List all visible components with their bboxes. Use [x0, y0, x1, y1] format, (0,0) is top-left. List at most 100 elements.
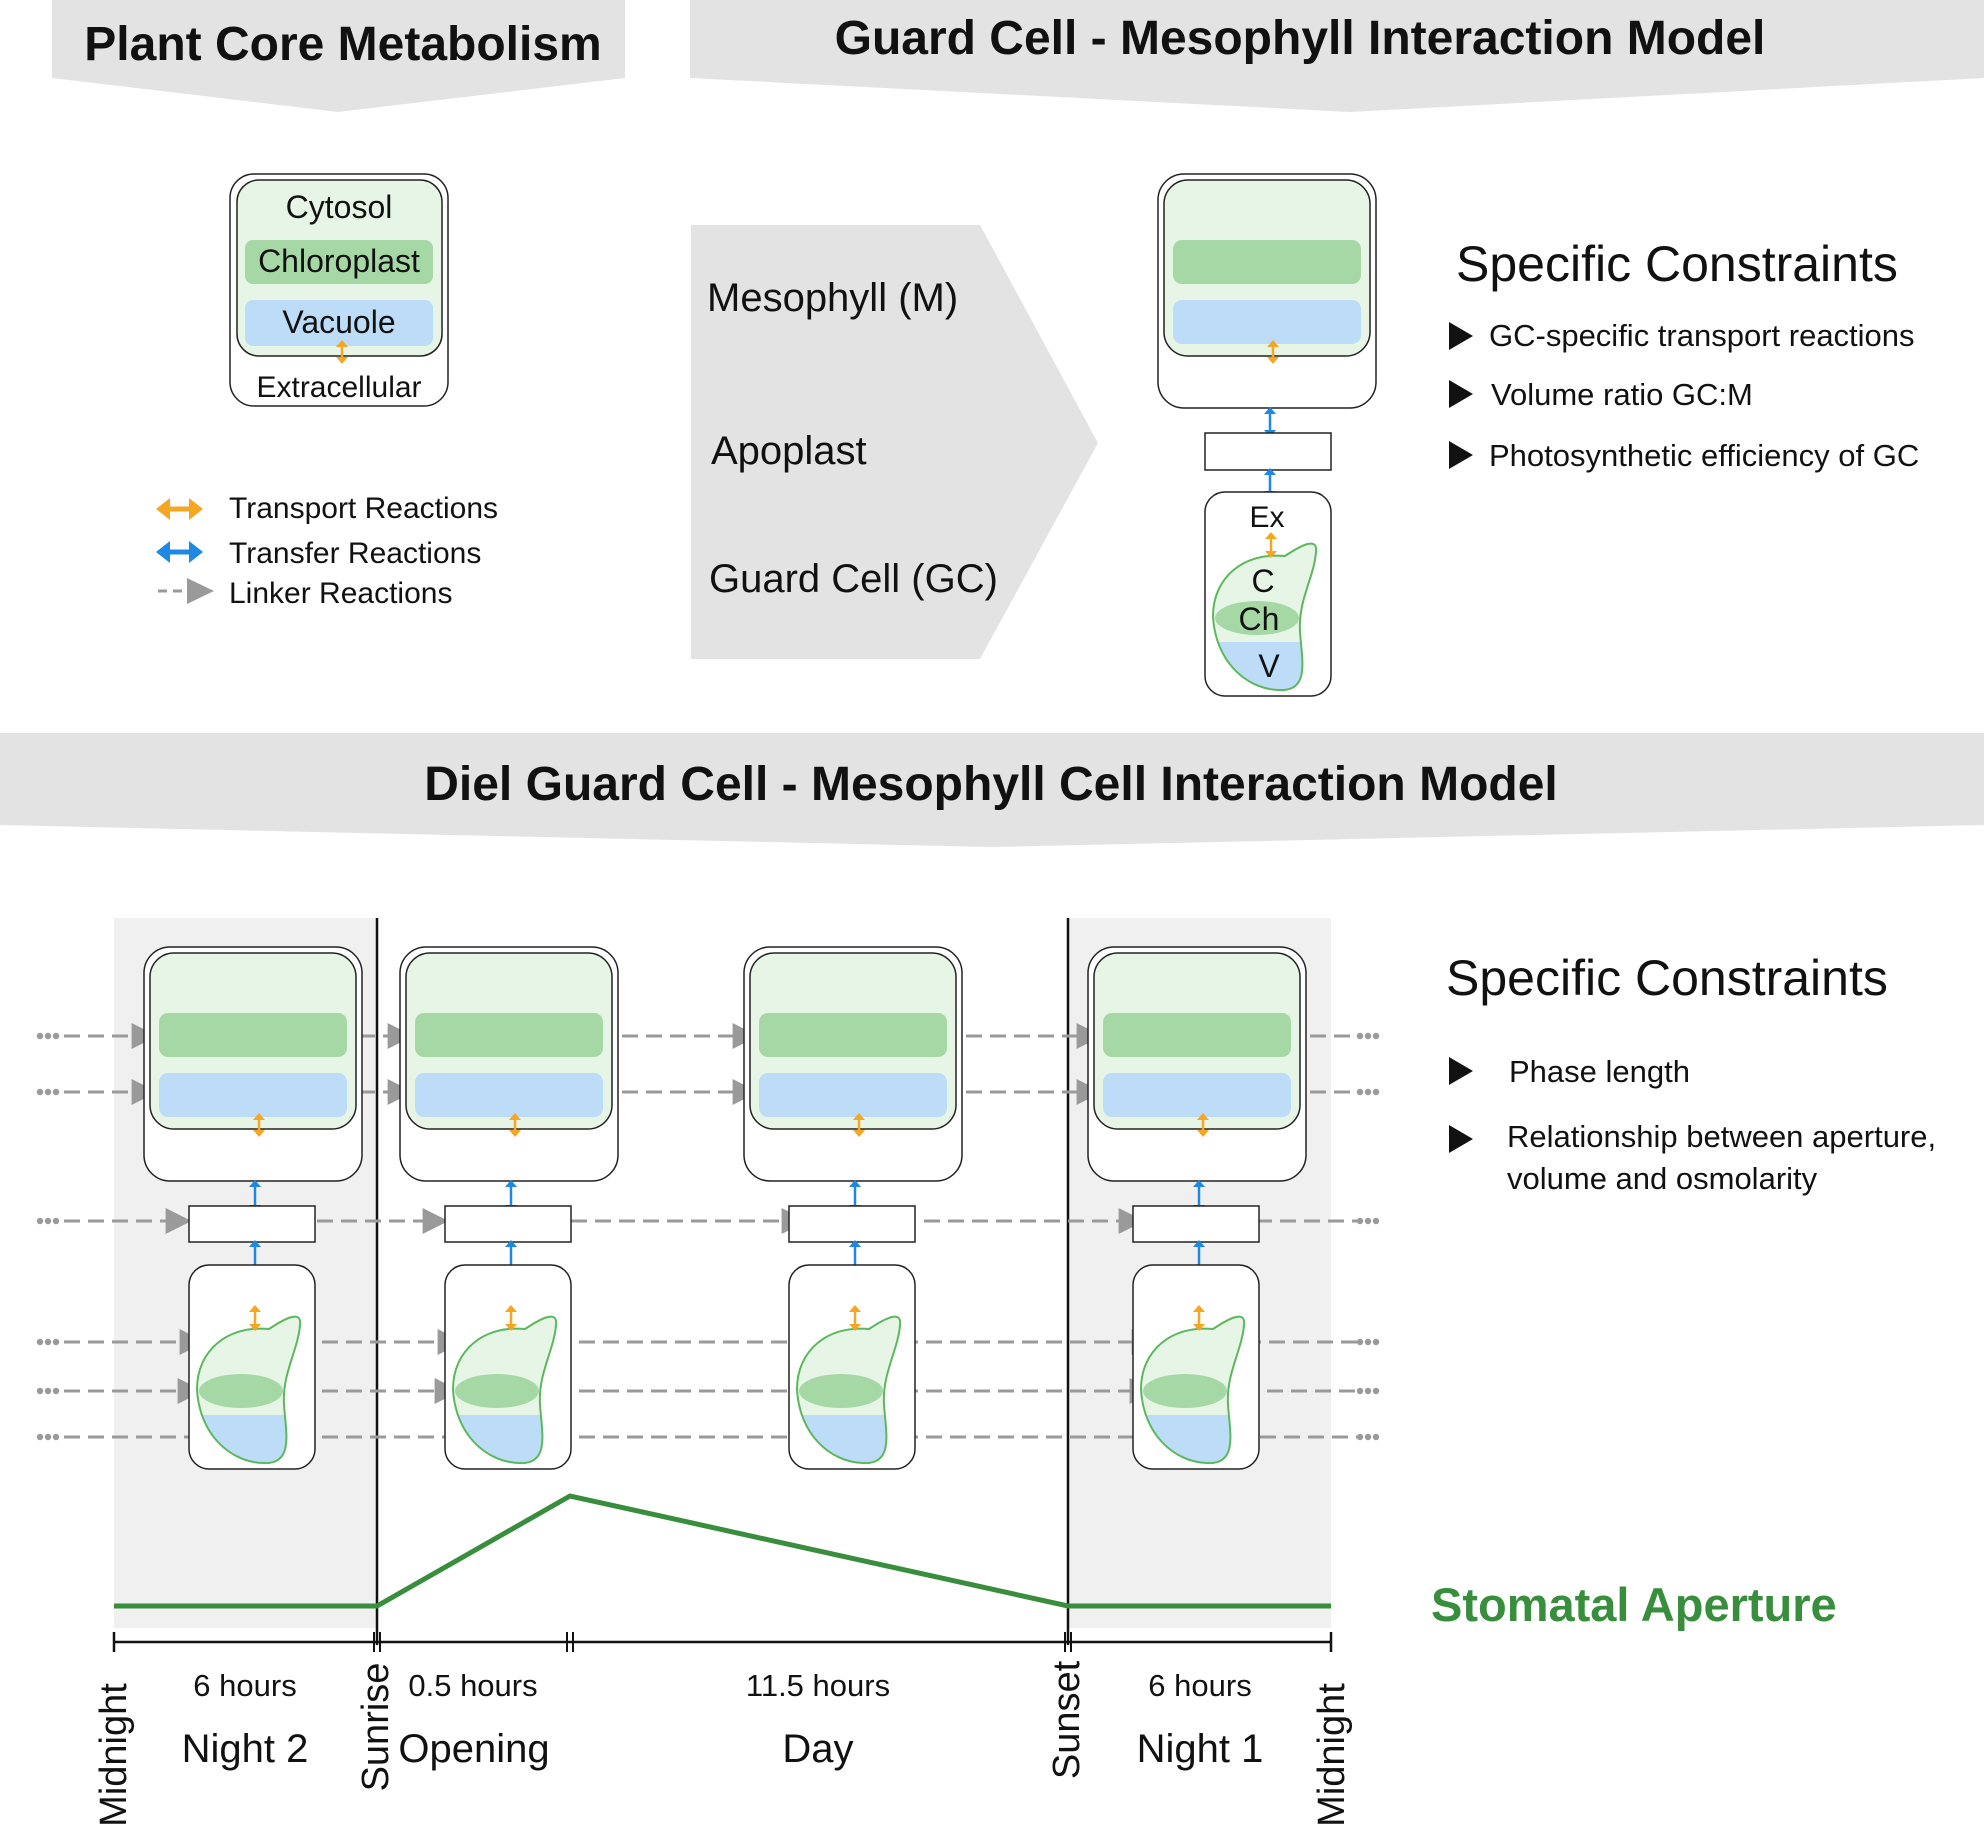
arrow-head	[1267, 340, 1279, 347]
arrow-head	[505, 1305, 517, 1312]
guard-cell-chloroplast	[1143, 1374, 1227, 1408]
arrow-head	[1267, 357, 1279, 364]
arrow-head	[849, 1180, 861, 1187]
mesophyll-label: Mesophyll (M)	[707, 276, 958, 320]
diel-cells	[143, 946, 1307, 1470]
ellipsis-dot	[1364, 1433, 1372, 1441]
core-header-banner	[52, 0, 625, 112]
arrow-head	[505, 1240, 517, 1247]
ellipsis-dot	[1356, 1032, 1364, 1040]
constraint-bottom-item: Phase length	[1509, 1054, 1690, 1089]
ellipsis-dot	[1372, 1088, 1380, 1096]
arrow-head	[1264, 468, 1276, 475]
mesophyll-vacuole	[1173, 300, 1361, 344]
mesophyll-vacuole	[159, 1073, 347, 1117]
arrow-head	[1193, 1180, 1205, 1187]
bullet-icon	[1449, 1125, 1473, 1153]
ellipsis-dot	[1372, 1433, 1380, 1441]
core-cell: Cytosol Chloroplast Vacuole Extracellula…	[229, 173, 449, 407]
ellipsis-dot	[36, 1387, 44, 1395]
arrow-head	[1197, 1130, 1209, 1137]
ellipsis-dot	[44, 1433, 52, 1441]
diel-cell-stack	[743, 946, 963, 1470]
diel-cell-stack	[1087, 946, 1307, 1470]
ellipsis-dot	[44, 1387, 52, 1395]
phase-name: Day	[782, 1727, 853, 1771]
arrow-head	[249, 1324, 261, 1331]
transport-arrow-icon	[849, 1305, 861, 1331]
chloroplast-label: Chloroplast	[258, 243, 420, 279]
apoplast-box	[788, 1205, 916, 1243]
ellipsis-dot	[1372, 1217, 1380, 1225]
constraint-bottom-item: volume and osmolarity	[1507, 1161, 1818, 1196]
ellipsis-dot	[36, 1032, 44, 1040]
interaction-header-banner	[690, 0, 1984, 112]
transport-arrow-icon	[1197, 1113, 1209, 1137]
arrow-head	[1193, 1240, 1205, 1247]
mesophyll-vacuole	[1103, 1073, 1291, 1117]
arrow-head	[849, 1324, 861, 1331]
interaction-title: Guard Cell - Mesophyll Interaction Model	[835, 12, 1766, 65]
legend-transfer-arrow-icon	[156, 541, 203, 563]
ellipsis-dot	[36, 1088, 44, 1096]
constraints-bottom-title: Specific Constraints	[1446, 950, 1888, 1006]
arrow-head	[853, 1113, 865, 1120]
transport-arrow-icon	[1267, 340, 1279, 364]
bullet-icon	[1449, 1057, 1473, 1085]
guard-cell-chloroplast	[199, 1374, 283, 1408]
arrow-head	[253, 1130, 265, 1137]
arrow-head	[189, 498, 203, 520]
arrow-head	[853, 1130, 865, 1137]
interaction-mesophyll-cell	[1157, 173, 1377, 409]
ellipsis-dot	[1356, 1387, 1364, 1395]
extracellular-label: Extracellular	[256, 371, 421, 404]
interaction-labels-pointer: Mesophyll (M) Apoplast Guard Cell (GC)	[691, 225, 1098, 659]
transport-arrow-icon	[249, 1305, 261, 1331]
core-vacuole	[245, 300, 433, 346]
arrow-head	[1197, 1113, 1209, 1120]
diel-title: Diel Guard Cell - Mesophyll Cell Interac…	[424, 758, 1558, 811]
constraints-bottom: Specific Constraints Phase length Relati…	[1446, 950, 1936, 1196]
core-transport-arrow-icon	[336, 340, 348, 364]
arrow-head	[336, 340, 348, 347]
linker-reactions	[36, 1023, 1380, 1450]
arrow-head	[249, 1180, 261, 1187]
gc-ex-label: Ex	[1249, 501, 1284, 534]
ellipsis-dot	[36, 1217, 44, 1225]
arrow-head	[156, 541, 170, 563]
bullet-icon	[1449, 441, 1473, 469]
ellipsis-dot	[1364, 1387, 1372, 1395]
constraints-top-title: Specific Constraints	[1456, 236, 1898, 292]
arrow-head	[253, 1113, 265, 1120]
ellipsis-dot	[44, 1088, 52, 1096]
cytosol-label: Cytosol	[286, 189, 393, 225]
constraints-top: Specific Constraints GC-specific transpo…	[1449, 236, 1919, 473]
stomatal-aperture-label: Stomatal Aperture	[1431, 1578, 1837, 1631]
constraint-bottom-item: Relationship between aperture,	[1507, 1119, 1936, 1154]
boundary-label: Midnight	[93, 1683, 135, 1827]
arrow-head	[509, 1130, 521, 1137]
guard-cell-chloroplast	[1215, 601, 1299, 635]
gc-v-label: V	[1258, 648, 1280, 684]
mesophyll-chloroplast	[415, 1013, 603, 1057]
core-chloroplast	[245, 240, 433, 284]
phase-name: Night 2	[182, 1727, 309, 1771]
guard-cell-chloroplast	[455, 1374, 539, 1408]
ellipsis-dot	[1372, 1338, 1380, 1346]
legend-linker-label: Linker Reactions	[229, 577, 452, 610]
transport-arrow-icon	[253, 1113, 265, 1137]
arrow-head	[1193, 1305, 1205, 1312]
transport-arrow-icon	[509, 1113, 521, 1137]
ellipsis-dot	[1364, 1217, 1372, 1225]
phase-name: Night 1	[1137, 1727, 1264, 1771]
phase-name: Opening	[398, 1727, 549, 1771]
mesophyll-chloroplast	[159, 1013, 347, 1057]
ellipsis-dot	[1364, 1088, 1372, 1096]
ellipsis-dot	[44, 1032, 52, 1040]
legend: Transport Reactions Transfer Reactions L…	[156, 492, 498, 610]
phase-duration: 11.5 hours	[746, 1668, 890, 1703]
ellipsis-dot	[1372, 1032, 1380, 1040]
timeline-axis	[112, 1632, 1333, 1652]
apoplast-box	[188, 1205, 316, 1243]
ellipsis-dot	[44, 1338, 52, 1346]
